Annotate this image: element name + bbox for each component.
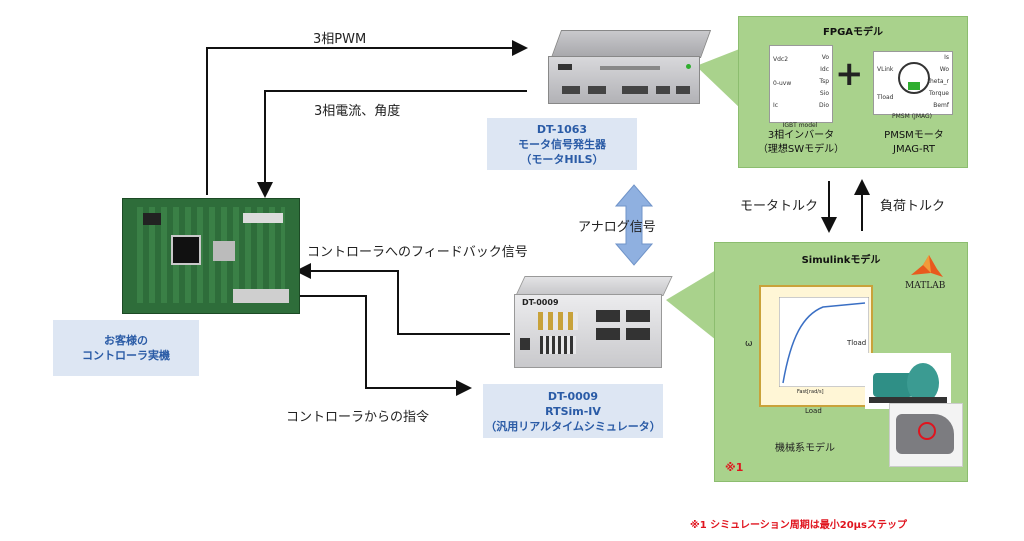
igbt-caption-line2: （理想SWモデル） (757, 144, 845, 155)
controller-board-image (122, 198, 300, 314)
feedback-arrow (295, 263, 510, 335)
footnote: ※1 シミュレーション周期は最小20μsステップ (690, 520, 907, 531)
simulink-title: Simulinkモデル (801, 255, 881, 266)
igbt-port-right-2: Tsp (819, 78, 829, 85)
command-label: コントローラからの指令 (286, 410, 430, 425)
dt1063-line1: DT-1063 (536, 122, 588, 136)
scope-left-label: ω (745, 339, 753, 349)
dt1063-line3: （モータHILS） (520, 152, 604, 166)
pmsm-port-right-0: Is (944, 54, 949, 61)
command-arrow (297, 295, 472, 396)
pwm-arrow (206, 40, 528, 195)
mechanism-image (889, 403, 963, 467)
scope-right-label: Tload (847, 339, 867, 347)
igbt-caption: 3相インバータ （理想SWモデル） (749, 129, 853, 157)
igbt-block-label: IGBT model (782, 122, 818, 129)
customer-controller-box: お客様の コントローラ実機 (53, 320, 199, 376)
analog-double-arrow (614, 184, 654, 266)
pmsm-port-right-2: theta_r (927, 78, 949, 85)
dt0009-line2: RTSim-IV (545, 404, 601, 418)
current-angle-arrow (257, 90, 527, 198)
dt1063-device-image (548, 30, 713, 104)
feedback-label: コントローラへのフィードバック信号 (307, 245, 528, 260)
plot-xlabel: Fast[rad/s] (797, 389, 824, 395)
pmsm-port-left-0: VLink (877, 66, 894, 73)
motor-torque-label: モータトルク (740, 199, 819, 214)
customer-line2: コントローラ実機 (82, 349, 170, 362)
pwm-label: 3相PWM (313, 32, 367, 47)
fpga-model-panel: FPGAモデル Vdc2 0-uvw Ic Vo Idc Tsp Sio Dio… (738, 16, 968, 168)
igbt-port-right-3: Sio (819, 90, 829, 97)
simulink-callout-pointer (666, 270, 716, 340)
pmsm-port-right-4: Bemf (933, 102, 949, 109)
igbt-port-left-2: Ic (773, 102, 779, 109)
matlab-logo-text: MATLAB (905, 281, 946, 291)
pmsm-port-left-1: Tload (877, 94, 894, 101)
dt1063-box: DT-1063 モータ信号発生器 （モータHILS） (487, 118, 637, 170)
plus-sign: + (835, 54, 864, 94)
pmsm-model-block: VLink Tload Is Wo theta_r Torque Bemf (873, 51, 953, 115)
igbt-model-block: Vdc2 0-uvw Ic Vo Idc Tsp Sio Dio (769, 45, 833, 123)
current-angle-label: 3相電流、角度 (314, 104, 401, 119)
scope-bottom-label: Load (805, 407, 822, 415)
igbt-caption-line1: 3相インバータ (767, 130, 835, 141)
igbt-port-right-0: Vo (821, 54, 829, 61)
response-curve-plot (779, 297, 869, 387)
pmsm-caption: PMSMモータ JMAG-RT (869, 129, 959, 157)
mech-caption: 機械系モデル (775, 443, 835, 454)
pmsm-caption-line2: JMAG-RT (893, 144, 935, 155)
fpga-callout-pointer (696, 48, 742, 110)
pmsm-port-right-1: Wo (939, 66, 949, 73)
igbt-port-left-0: Vdc2 (773, 56, 789, 63)
igbt-port-right-4: Dio (819, 102, 829, 109)
dt0009-box: DT-0009 RTSim-IV （汎用リアルタイムシミュレータ） (483, 384, 663, 438)
matlab-logo-icon (909, 253, 945, 281)
pmsm-port-right-3: Torque (929, 90, 949, 97)
dt0009-device-image: DT-0009 (510, 276, 673, 368)
pmsm-block-label: PMSM (JMAG) (892, 113, 932, 120)
load-torque-label: 負荷トルク (880, 199, 946, 214)
simulink-model-panel: Simulinkモデル MATLAB Fast[rad/s] ω Tload L… (714, 242, 968, 482)
dt0009-line1: DT-0009 (547, 389, 599, 403)
motor-model-image (865, 353, 951, 409)
igbt-port-right-1: Idc (820, 66, 829, 73)
fpga-title: FPGAモデル (822, 27, 884, 38)
dt0009-line3: （汎用リアルタイムシミュレータ） (485, 419, 661, 433)
note-marker: ※1 (725, 461, 744, 474)
scope-block: Fast[rad/s] (759, 285, 873, 407)
dt0009-device-label: DT-0009 (522, 298, 559, 307)
igbt-port-left-1: 0-uvw (773, 80, 792, 87)
customer-line1: お客様の (104, 334, 148, 347)
dt1063-line2: モータ信号発生器 (518, 137, 606, 151)
analog-signal-label: アナログ信号 (578, 220, 656, 235)
pmsm-caption-line1: PMSMモータ (884, 130, 944, 141)
